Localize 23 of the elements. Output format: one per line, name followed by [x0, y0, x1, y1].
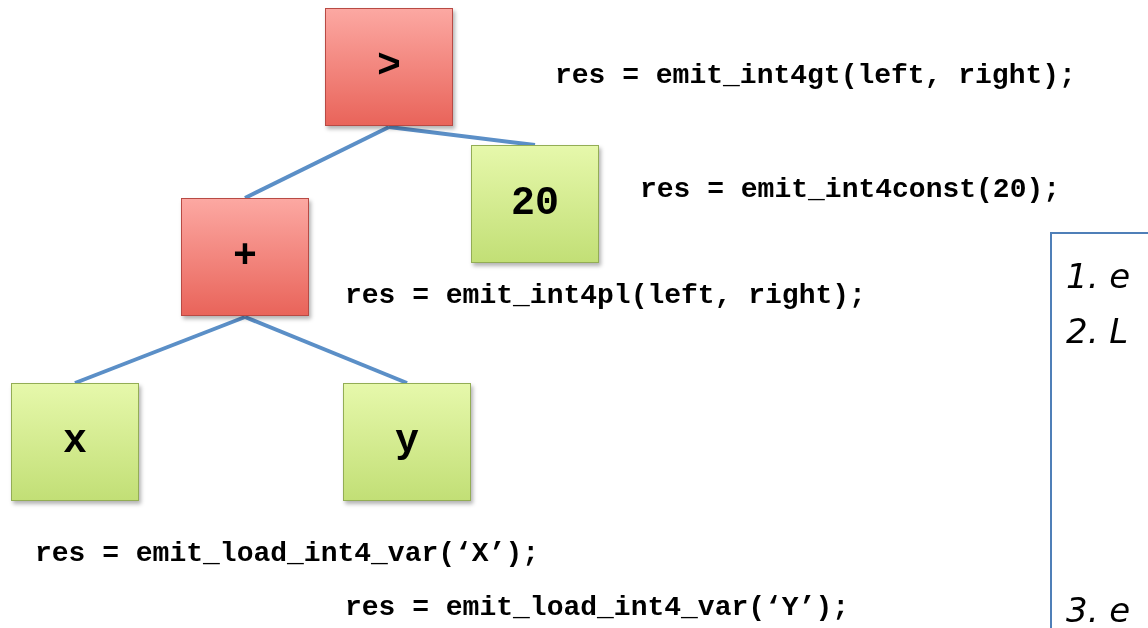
code-text: res = emit_load_int4_var(‘X’); — [35, 537, 540, 571]
operator-box — [325, 8, 453, 126]
connector-line — [244, 125, 390, 200]
operand-box — [343, 383, 471, 501]
node-label: 20 — [511, 184, 559, 224]
note-box — [1050, 232, 1148, 628]
list-item: 1. e — [1066, 256, 1131, 296]
operand-box — [11, 383, 139, 501]
connector-line — [74, 315, 246, 385]
code-text: res = emit_int4const(20); — [640, 173, 1061, 207]
code-text: res = emit_int4gt(left, right); — [555, 59, 1076, 93]
list-item: 3. e — [1066, 590, 1131, 628]
list-item: 2. L — [1066, 311, 1129, 351]
operator-box — [181, 198, 309, 316]
node-label: x — [63, 422, 87, 462]
node-label: > — [377, 47, 401, 87]
operand-box — [471, 145, 599, 263]
connector-line — [244, 315, 408, 385]
node-label: y — [395, 422, 419, 462]
node-label: + — [233, 237, 257, 277]
code-text: res = emit_int4pl(left, right); — [345, 279, 866, 313]
connector-line — [388, 125, 536, 147]
code-text: res = emit_load_int4_var(‘Y’); — [345, 591, 850, 625]
